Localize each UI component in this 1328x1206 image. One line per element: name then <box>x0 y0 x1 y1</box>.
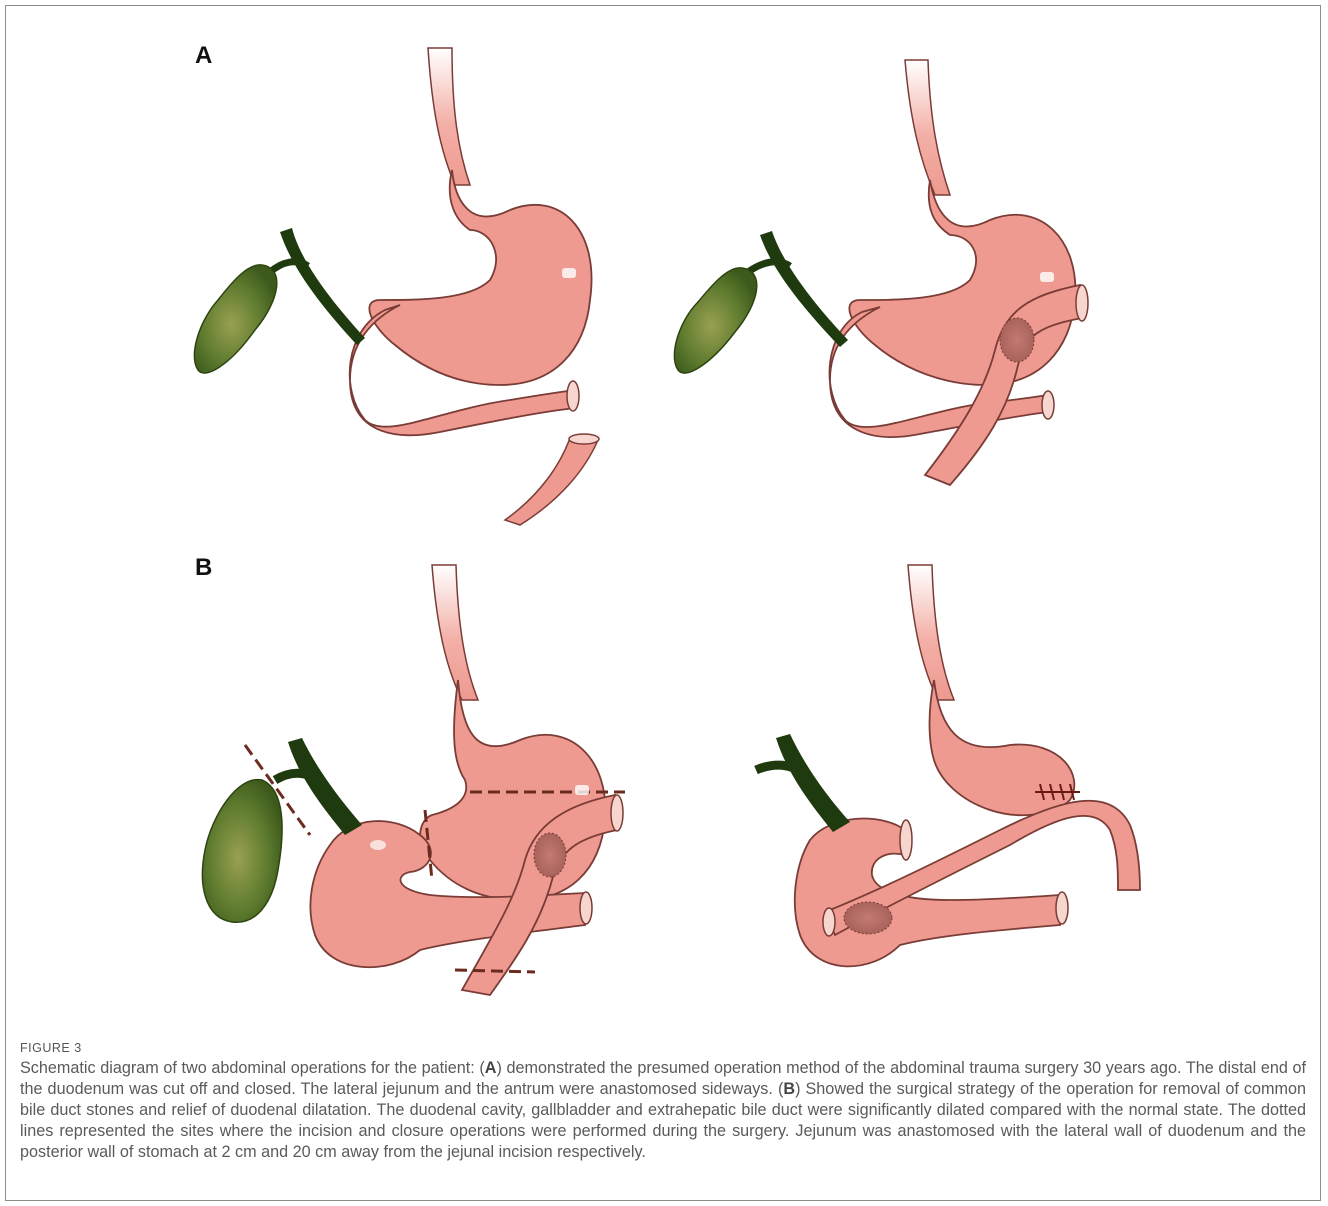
panel-b-left-illustration <box>202 565 625 995</box>
panel-a-right-illustration <box>674 60 1088 485</box>
caption-ref-a: A <box>485 1059 497 1077</box>
panel-a-left-illustration <box>194 48 599 525</box>
jejunum-stump-ring <box>569 434 599 444</box>
anastomosis-site <box>534 833 566 877</box>
jejunum-stump-ring <box>611 795 623 831</box>
bile-duct <box>776 734 850 832</box>
gallbladder-icon <box>202 780 282 923</box>
figure-caption: Schematic diagram of two abdominal opera… <box>20 1058 1306 1163</box>
panel-label-b: B <box>195 554 212 582</box>
stomach-icon <box>849 180 1075 385</box>
figure-label: FIGURE 3 <box>20 1041 82 1055</box>
esophagus <box>428 48 470 185</box>
esophagus <box>908 565 954 700</box>
duodenum-stump-ring <box>567 381 579 411</box>
duodenum-stump-ring <box>900 820 912 860</box>
dilated-duodenum <box>795 819 1060 967</box>
anastomosis-site <box>1000 318 1034 362</box>
anastomosis-site <box>844 902 892 934</box>
bile-duct <box>760 231 848 347</box>
distal-jejunum-segment <box>505 438 598 525</box>
jejunum-stump-ring <box>823 908 835 936</box>
esophagus <box>432 565 478 700</box>
duodenum-stump-ring <box>580 892 592 924</box>
caption-ref-b: B <box>783 1080 795 1098</box>
duodenum-stump-ring <box>1056 892 1068 924</box>
surgical-schematic <box>0 0 1328 1030</box>
gallbladder-icon <box>674 268 756 373</box>
jejunum-stump-ring <box>1076 285 1088 321</box>
caption-part-1: Schematic diagram of two abdominal opera… <box>20 1059 485 1077</box>
gallbladder-icon <box>194 265 276 373</box>
esophagus <box>905 60 950 195</box>
bile-duct <box>280 228 365 345</box>
panel-label-a: A <box>195 42 212 70</box>
panel-b-right-illustration <box>756 565 1140 966</box>
duodenum-stump-ring <box>1042 391 1054 419</box>
stomach-icon <box>369 170 591 385</box>
